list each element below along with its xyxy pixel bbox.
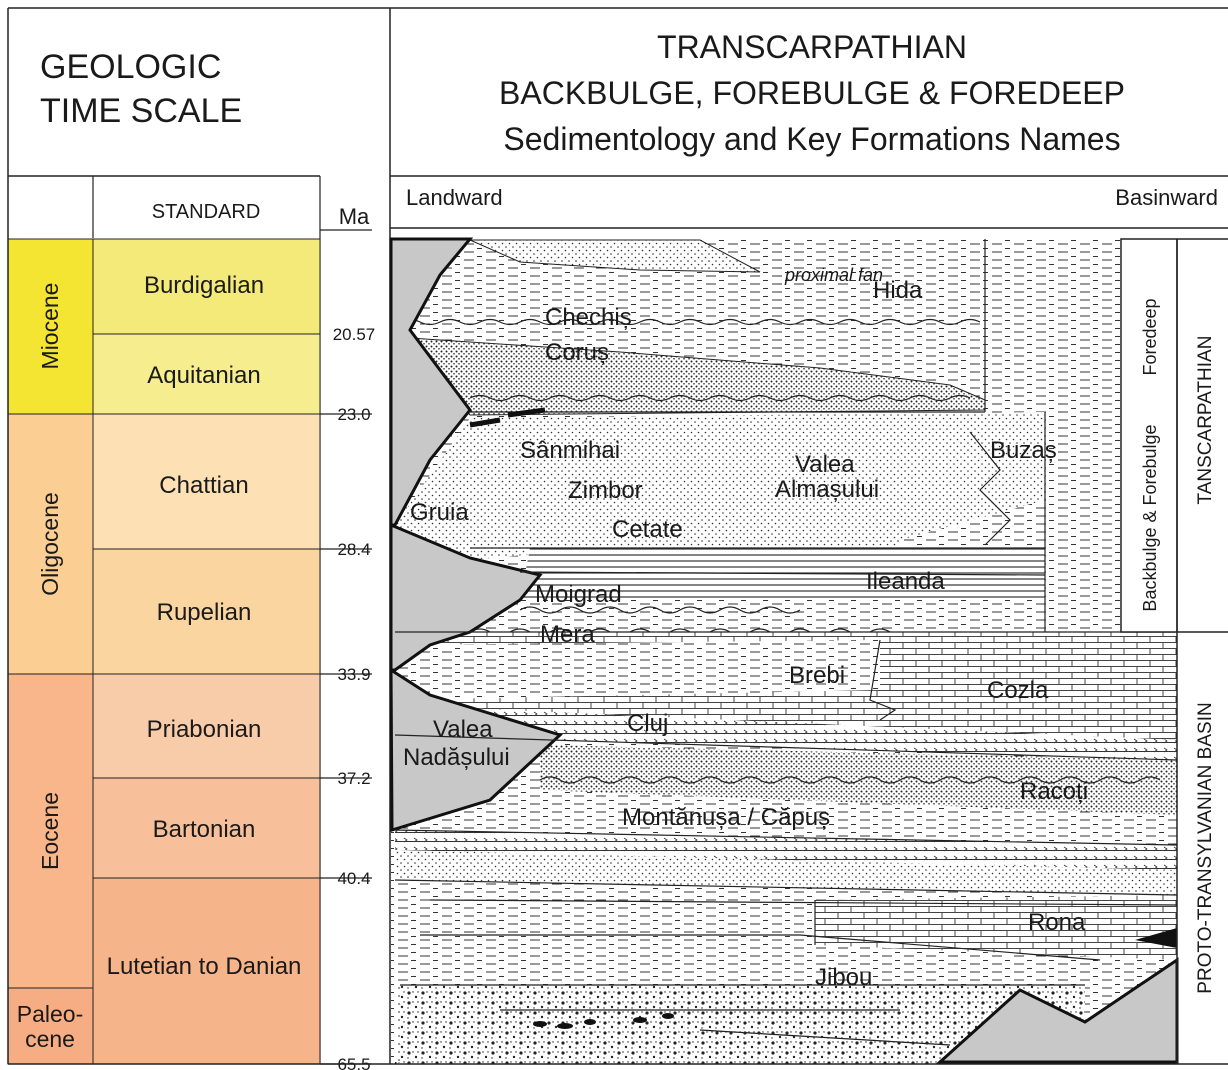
formation-moigrad: Moigrad xyxy=(535,581,622,608)
formation-jibou: Jibou xyxy=(815,964,872,991)
epoch-eocene-label: Eocene xyxy=(37,792,63,870)
epoch-miocene-label: Miocene xyxy=(37,283,63,370)
formation-cozla: Cozla xyxy=(987,677,1049,704)
tanscarpathian-label: TANSCARPATHIAN xyxy=(1195,336,1216,505)
stage-lutetian-label: Lutetian to Danian xyxy=(107,953,302,980)
standard-header: STANDARD xyxy=(152,201,261,223)
landward-label: Landward xyxy=(406,185,503,210)
cross-section xyxy=(391,239,1177,1064)
section-title-2: BACKBULGE, FOREBULGE & FOREDEEP xyxy=(499,75,1125,111)
stage-bartonian-label: Bartonian xyxy=(153,816,256,843)
age-20-57: 20.57 xyxy=(333,325,376,344)
formation-valea-almasului-2: Almașului xyxy=(775,476,879,503)
foredeep-label: Foredeep xyxy=(1140,298,1160,375)
section-title-1: TRANSCARPATHIAN xyxy=(657,29,967,65)
formation-hida: Hida xyxy=(873,277,923,304)
formation-mera: Mera xyxy=(540,621,595,648)
stage-aquitanian-label: Aquitanian xyxy=(147,362,260,389)
age-28-4: 28.4 xyxy=(337,540,370,559)
age-37-2: 37.2 xyxy=(337,769,370,788)
basinward-label: Basinward xyxy=(1115,185,1218,210)
formation-racoti: Racoți xyxy=(1020,778,1088,805)
ma-header: Ma xyxy=(339,204,370,229)
epoch-paleocene-label-2: cene xyxy=(25,1026,75,1052)
age-40-4: 40.4 xyxy=(337,869,370,888)
formation-gruia: Gruia xyxy=(410,499,469,526)
age-33-9: 33.9 xyxy=(337,665,370,684)
formation-chechis: Chechiș xyxy=(545,304,632,331)
backbulge-label: Backbulge & Forebulge xyxy=(1140,424,1160,611)
epoch-oligocene-label: Oligocene xyxy=(37,492,63,596)
epoch-paleocene-label-1: Paleo- xyxy=(17,1001,83,1027)
formation-cluj: Cluj xyxy=(627,710,668,737)
formation-valea-almasului-1: Valea xyxy=(795,451,855,478)
formation-ileanda: Ileanda xyxy=(866,568,945,595)
formation-buzas: Buzaș xyxy=(990,437,1057,464)
formation-corus: Coruș xyxy=(545,339,609,366)
age-23-0: 23.0 xyxy=(337,405,370,424)
stage-priabonian-label: Priabonian xyxy=(147,716,262,743)
stage-chattian-label: Chattian xyxy=(159,472,248,499)
stage-burdigalian-label: Burdigalian xyxy=(144,272,264,299)
formation-zimbor: Zimbor xyxy=(568,477,643,504)
formation-cetate: Cetate xyxy=(612,516,683,543)
time-scale-title-1: GEOLOGIC xyxy=(40,48,221,86)
time-scale-title-2: TIME SCALE xyxy=(40,92,242,130)
formation-sanmihai: Sânmihai xyxy=(520,437,620,464)
formation-proximal-fan: proximal fan xyxy=(784,265,883,285)
formation-valea-nadasului-1: Valea xyxy=(433,716,493,743)
formation-valea-nadasului-2: Nadășului xyxy=(403,744,510,771)
formation-rona: Rona xyxy=(1028,909,1086,936)
formation-brebi: Brebi xyxy=(789,662,845,689)
stage-rupelian-label: Rupelian xyxy=(157,599,252,626)
age-65-5: 65.5 xyxy=(337,1055,370,1070)
formation-montanusa: Montănușa / Căpuș xyxy=(622,804,830,831)
proto-transylvanian-label: PROTO-TRANSYLVANIAN BASIN xyxy=(1195,702,1216,993)
section-title-3: Sedimentology and Key Formations Names xyxy=(503,121,1120,157)
